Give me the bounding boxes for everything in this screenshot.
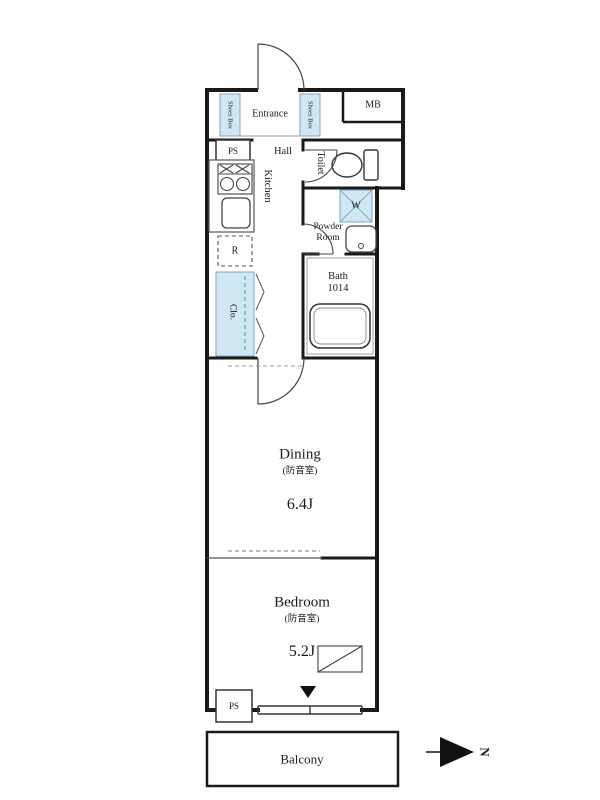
bedroom-size: 5.2J [288,642,316,660]
north-compass-icon [426,737,474,767]
bath-unit-frame [306,257,374,355]
compass-north-label: N [477,747,493,757]
toilet-door-arc [304,149,338,183]
toilet-label: Toilet [314,151,326,175]
dining-room-size: 6.4J [286,495,314,513]
hall-label: Hall [273,145,293,157]
ps-bottom-label: PS [228,700,240,711]
entrance-label: Entrance [252,108,288,120]
dining-room-note: (防音室) [282,466,318,477]
kitchen-label: Kitchen [262,169,274,203]
bath-line1: Bath [328,270,348,282]
pipe-space-bottom-box [215,689,253,723]
powder-door-arc [302,223,334,255]
bath-line2: 1014 [327,283,349,294]
washer-pan [339,189,373,223]
shoes-box-right-label: Shoes Box [306,101,314,129]
powder-room-label: Powder Room [313,222,342,244]
stove-icon [217,163,253,195]
closet-label: Clo. [227,303,238,321]
dining-door-arc [257,357,305,405]
powder-sink-icon [345,225,377,253]
refrigerator-label: R [231,245,239,257]
shoes-boxes [219,93,321,137]
bath-label: Bath 1014 [328,271,349,295]
kitchen-sink-icon [221,197,251,229]
meter-box [341,90,403,124]
bedroom-name: Bedroom [274,594,330,611]
ps-top-label: PS [227,145,239,156]
bathtub-icon [309,303,371,349]
washer-label: W [351,200,361,212]
balcony-label: Balcony [280,751,324,767]
vent-marker-triangle [300,686,316,698]
powder-room-line2: Room [316,233,340,243]
bedroom-note: (防音室) [284,614,320,625]
mb-label: MB [365,99,381,111]
dining-room-name: Dining [279,446,321,463]
entrance-door-arc [257,43,305,91]
shoes-box-left-label: Shoes Box [226,101,234,129]
bedroom-counter-icon [317,645,363,673]
room-partition-sliding-door [207,550,322,559]
balcony-outline [205,730,400,788]
refrigerator-space [217,235,253,267]
closet-box [215,271,265,357]
balcony-window [257,705,363,715]
toilet-fixture [331,149,379,181]
powder-room-line1: Powder [313,222,343,233]
